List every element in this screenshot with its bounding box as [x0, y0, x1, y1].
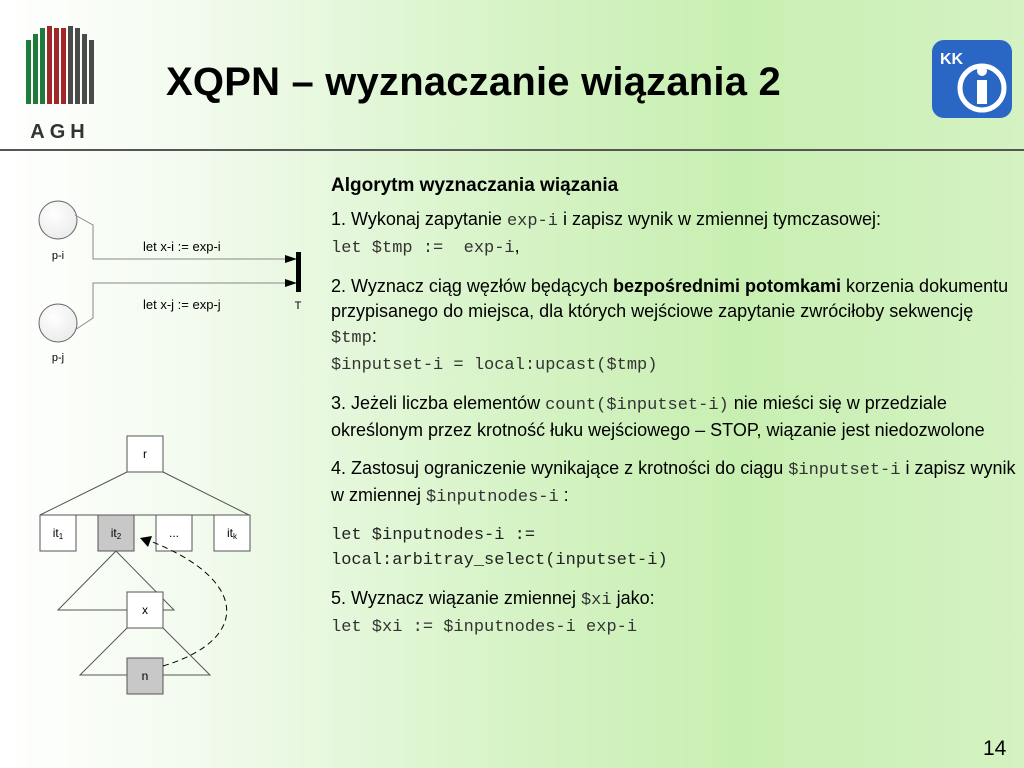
tree-item1-node [39, 514, 77, 552]
step-2-code-b: $inputset-i = local:upcast($tmp) [331, 356, 658, 375]
tree-x-label: x [142, 603, 148, 617]
tree-root-label: r [143, 447, 147, 461]
step-4: 4. Zastosuj ograniczenie wynikające z kr… [331, 456, 1019, 510]
step-2-text-b: korzenia dokumentu przypisanego do miejs… [331, 276, 1009, 321]
slide-title: XQPN – wyznaczanie wiązania 2 [166, 60, 781, 104]
arc-j [74, 282, 285, 331]
tree-itemk-label: itk [227, 526, 238, 541]
step-2-code-a: $tmp [331, 329, 372, 348]
place-j-label: p-j [52, 352, 64, 364]
step-1-code-b: let $tmp := exp-i [331, 239, 515, 258]
step-4-text-b: i zapisz wynik w zmiennej [331, 458, 1016, 505]
step-4-code-block: let $inputnodes-i := local:arbitray_sele… [331, 523, 1019, 573]
step-5: 5. Wyznacz wiązanie zmiennej $xi jako: l… [331, 586, 1019, 640]
step-4-code-line-2: local:arbitray_select(inputset-i) [331, 551, 668, 570]
step-4-text-c: : [558, 485, 569, 505]
tree-x-node [126, 591, 164, 629]
kk-logo: KK [932, 40, 1012, 118]
agh-logo-emblem [26, 26, 94, 104]
tree-ellipsis-node [155, 514, 193, 552]
step-1-text-a: 1. Wykonaj zapytanie [331, 209, 507, 229]
descendant-link-dashed [149, 540, 228, 667]
place-i-label: p-i [52, 250, 64, 262]
step-1: 1. Wykonaj zapytanie exp-i i zapisz wyni… [331, 207, 1019, 261]
place-i [38, 200, 78, 240]
step-4-code-a: $inputset-i [788, 461, 901, 480]
place-j [38, 303, 78, 343]
step-4-text-a: 4. Zastosuj ograniczenie wynikające z kr… [331, 458, 789, 478]
step-1-code-a: exp-i [506, 212, 558, 231]
step-2-text-c: : [371, 326, 377, 346]
step-1-text-c: , [514, 236, 520, 256]
arc-i-label: let x-i := exp-i [143, 239, 221, 254]
step-4-code-line-1: let $inputnodes-i := [331, 526, 536, 545]
kk-logo-text: KK [940, 51, 964, 68]
step-5-text-b: jako: [611, 588, 655, 608]
tree-n-node [126, 657, 164, 695]
algorithm-heading: Algorytm wyznaczania wiązania [331, 175, 619, 196]
step-5-text-a: 5. Wyznacz wiązanie zmiennej [331, 588, 581, 608]
step-5-code-a: $xi [580, 591, 612, 610]
step-3-text-a: 3. Jeżeli liczba elementów [331, 393, 546, 413]
root-subtree-outline [39, 471, 250, 516]
step-1-text-b: i zapisz wynik w zmiennej tymczasowej: [557, 209, 882, 229]
transition-label: T [295, 300, 302, 312]
transition-bar [296, 252, 301, 292]
step-2: 2. Wyznacz ciąg węzłów będących bezpośre… [331, 274, 1019, 378]
step-5-code-b: let $xi := $inputnodes-i exp-i [331, 618, 638, 637]
page-number: 14 [983, 737, 1007, 760]
step-3-code: count($inputset-i) [545, 396, 729, 415]
x-subtree-left [78, 627, 128, 676]
binding-diagram: p-i p-j T let x-i := exp-i let x-j := ex… [38, 200, 302, 695]
tree-root-node [126, 435, 164, 473]
step-2-bold: bezpośrednimi potomkami [612, 276, 842, 296]
agh-logo-text: AGH [30, 121, 89, 143]
tree-item1-label: it1 [53, 526, 64, 541]
item2-subtree-left [56, 550, 127, 611]
tree-item2-label: it2 [111, 526, 122, 541]
step-2-text-a: 2. Wyznacz ciąg węzłów będących [331, 276, 613, 296]
step-3-text-b: nie mieści się w przedziale określonym p… [331, 393, 985, 440]
tree-itemk-node [213, 514, 251, 552]
descendant-link-arrowhead [140, 536, 152, 547]
step-4-code-b: $inputnodes-i [426, 488, 559, 507]
arc-j-arrowhead [285, 279, 297, 287]
arc-i [74, 214, 285, 260]
agh-logo: AGH [26, 26, 94, 143]
algorithm-text: Algorytm wyznaczania wiązania 1. Wykonaj… [331, 174, 1019, 653]
tree-ellipsis-label: ... [169, 526, 179, 540]
step-3: 3. Jeżeli liczba elementów count($inputs… [331, 391, 1019, 443]
arc-j-label: let x-j := exp-j [143, 297, 221, 312]
item2-subtree-right [115, 550, 176, 611]
title-divider [0, 149, 1024, 151]
x-subtree-right [162, 627, 212, 676]
tree-n-label: n [142, 669, 149, 683]
arc-i-arrowhead [285, 255, 297, 263]
